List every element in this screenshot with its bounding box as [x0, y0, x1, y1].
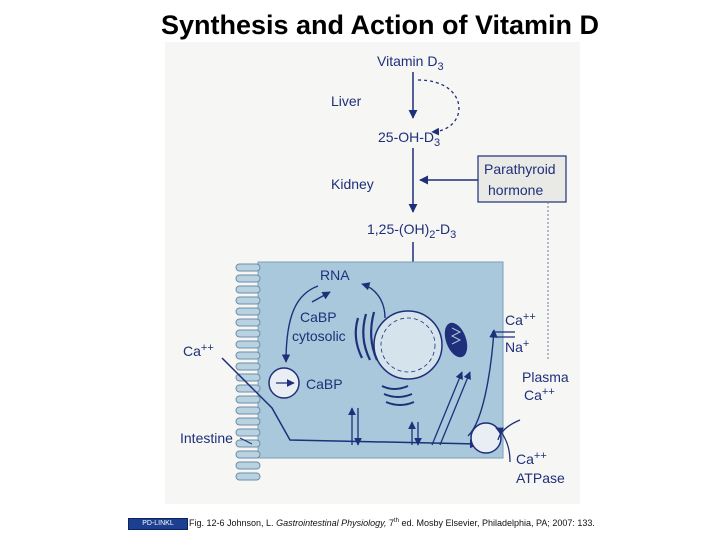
intestine-label: Intestine [180, 430, 233, 446]
intestine-pointer [239, 437, 253, 445]
endoplasmic-reticulum [381, 385, 415, 406]
publisher-logo: PD-LINKL [128, 518, 188, 530]
cabp-cytosolic-label-line2: cytosolic [292, 328, 346, 344]
figure-caption: Fig. 12-6 Johnson, L. Gastrointestinal P… [189, 518, 595, 528]
slide-title: Synthesis and Action of Vitamin D [160, 10, 600, 40]
calcitriol-label: 1,25-(OH)2-D3 [367, 221, 456, 241]
kidney-label: Kidney [331, 176, 374, 192]
rna-label: RNA [320, 267, 350, 283]
atpase-label: ATPase [516, 470, 565, 486]
ca-right-label: Ca++ [505, 311, 536, 328]
pth-box [477, 155, 567, 203]
golgi-apparatus [354, 311, 379, 361]
pth-label-line1: Parathyroid [484, 161, 556, 177]
atpase-out-arrow [495, 427, 511, 463]
nucleus-inner-membrane [380, 317, 436, 373]
cabp-label: CaBP [306, 376, 343, 392]
25-oh-d3-label: 25-OH-D3 [378, 129, 440, 149]
cabp-synthesis-arrow [311, 291, 331, 303]
mitochondrion-cristae [450, 327, 462, 345]
nucleus-to-rna-arrow [361, 282, 386, 319]
mitochondrion [444, 322, 468, 358]
liver-label: Liver [331, 93, 362, 109]
atpase-in-arrow [497, 419, 521, 441]
plasma-label-line1: Plasma [522, 369, 569, 385]
vesicle-transport-arrows [348, 371, 471, 446]
ca-left-label: Ca++ [183, 342, 214, 359]
rna-to-cabp-arrow [281, 285, 319, 363]
pth-label-line2: hormone [488, 182, 543, 198]
ca-atpase-pump [470, 422, 502, 454]
microvilli-brush-border [235, 263, 261, 481]
plasma-label-line2: Ca++ [524, 386, 555, 403]
vitamin-d3-label: Vitamin D3 [377, 53, 444, 73]
ca-absorption-path [221, 357, 479, 449]
liver-feedback-arrow [417, 79, 460, 136]
ca-bottom-label: Ca++ [516, 450, 547, 467]
nucleus [373, 310, 443, 380]
cabp-cytosolic-label-line1: CaBP [300, 309, 337, 325]
na-label: Na+ [505, 338, 529, 355]
